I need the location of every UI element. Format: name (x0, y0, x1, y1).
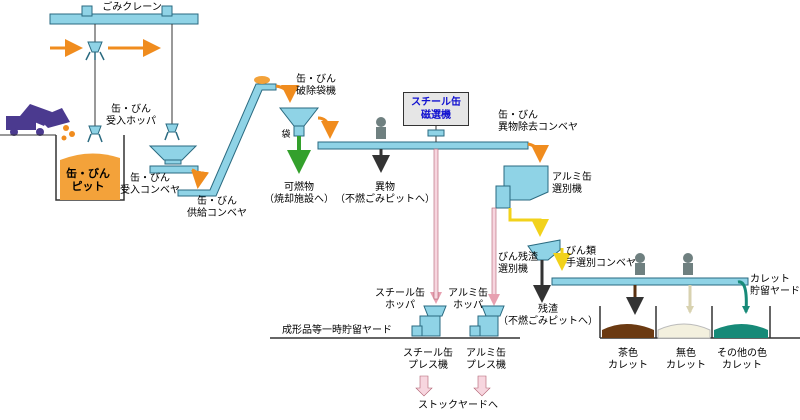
receive-hopper (148, 145, 198, 165)
worker-icon (683, 253, 693, 275)
steel-press-label: スチール缶 プレス機 (403, 348, 453, 371)
foreign-matter-label: 異物 （不燃ごみピットへ） (335, 182, 435, 205)
aluminum-hopper-label: アルミ缶 ホッパ (448, 288, 488, 311)
bag-breaker (278, 107, 320, 137)
magnet-head (427, 129, 445, 137)
supply-conveyor (177, 83, 277, 197)
flow-arrow-to-removal-conveyor (317, 116, 339, 139)
cullet-yard-label: カレット 貯留ヤード (750, 274, 800, 297)
bottle-hand-conveyor-label: びん類 手選別コンベヤ (566, 246, 636, 269)
arrow-al-to-stock (473, 375, 491, 397)
bag-label: 袋 (281, 130, 291, 140)
residue-label: 残渣 （不燃ごみピットへ） (498, 304, 598, 327)
other-cullet-label: その他の色 カレット (717, 348, 767, 371)
aluminum-separator (495, 165, 549, 209)
receive-conveyor-label: 缶・びん 受入コンベヤ (120, 173, 180, 196)
supply-conveyor-label: 缶・びん 供給コンベヤ (187, 196, 247, 219)
bottle-residue-separator-label: びん残渣 選別機 (498, 252, 538, 275)
worker-icon (635, 253, 645, 275)
brown-cullet-label: 茶色 カレット (608, 348, 648, 371)
receive-hopper-label: 缶・びん 受入ホッパ (106, 104, 156, 127)
stock-yard-label: ストックヤードへ (418, 400, 498, 411)
aluminum-press (469, 305, 505, 337)
flow-pipe-aluminum (491, 207, 497, 301)
crane-grab-icon (85, 41, 105, 61)
bottle-hand-conveyor (551, 277, 749, 286)
foreign-removal-conveyor-label: 缶・びん 異物除去コンベヤ (498, 110, 578, 133)
crane-rail (49, 5, 199, 25)
can-bottle-pit (55, 135, 125, 201)
flow-arrow-to-supply (191, 168, 210, 189)
flow-arrow-to-residue-separator (508, 208, 549, 237)
steel-press (411, 305, 447, 337)
flow-arrow-to-bag-breaker (275, 84, 299, 103)
crane-grab-pit-icon (87, 125, 103, 143)
arrowhead-other (742, 306, 750, 314)
truck-icon (6, 104, 75, 141)
bag-breaker-label: 缶・びん 破除袋機 (296, 74, 336, 97)
worker-icon (376, 117, 386, 139)
aluminum-press-label: アルミ缶 プレス機 (466, 348, 506, 371)
foreign-removal-conveyor (317, 141, 529, 150)
combustible-label: 可燃物 （焼却施設へ） (264, 182, 334, 205)
crane-label: ごみクレーン (102, 2, 162, 13)
crane-grab-hopper-icon (164, 123, 180, 141)
cullet-bays (599, 306, 800, 339)
arrowhead-clear (686, 306, 694, 314)
product-yard-label: 成形品等一時貯留ヤード (282, 325, 392, 336)
load-on-conveyor (254, 76, 270, 84)
flow-arrow-to-al-separator (527, 142, 549, 163)
steel-separator-box: スチール缶 磁選機 (403, 92, 469, 126)
arrow-steel-to-stock (415, 375, 433, 397)
pit-label: 缶・びん ピット (66, 167, 110, 193)
aluminum-separator-label: アルミ缶 選別機 (552, 172, 592, 195)
clear-cullet-label: 無色 カレット (666, 348, 706, 371)
steel-hopper-label: スチール缶 ホッパ (375, 288, 425, 311)
steel-separator-label: スチール缶 磁選機 (411, 97, 461, 121)
flow-pipe-steel (433, 148, 439, 300)
receive-conveyor (149, 165, 199, 174)
